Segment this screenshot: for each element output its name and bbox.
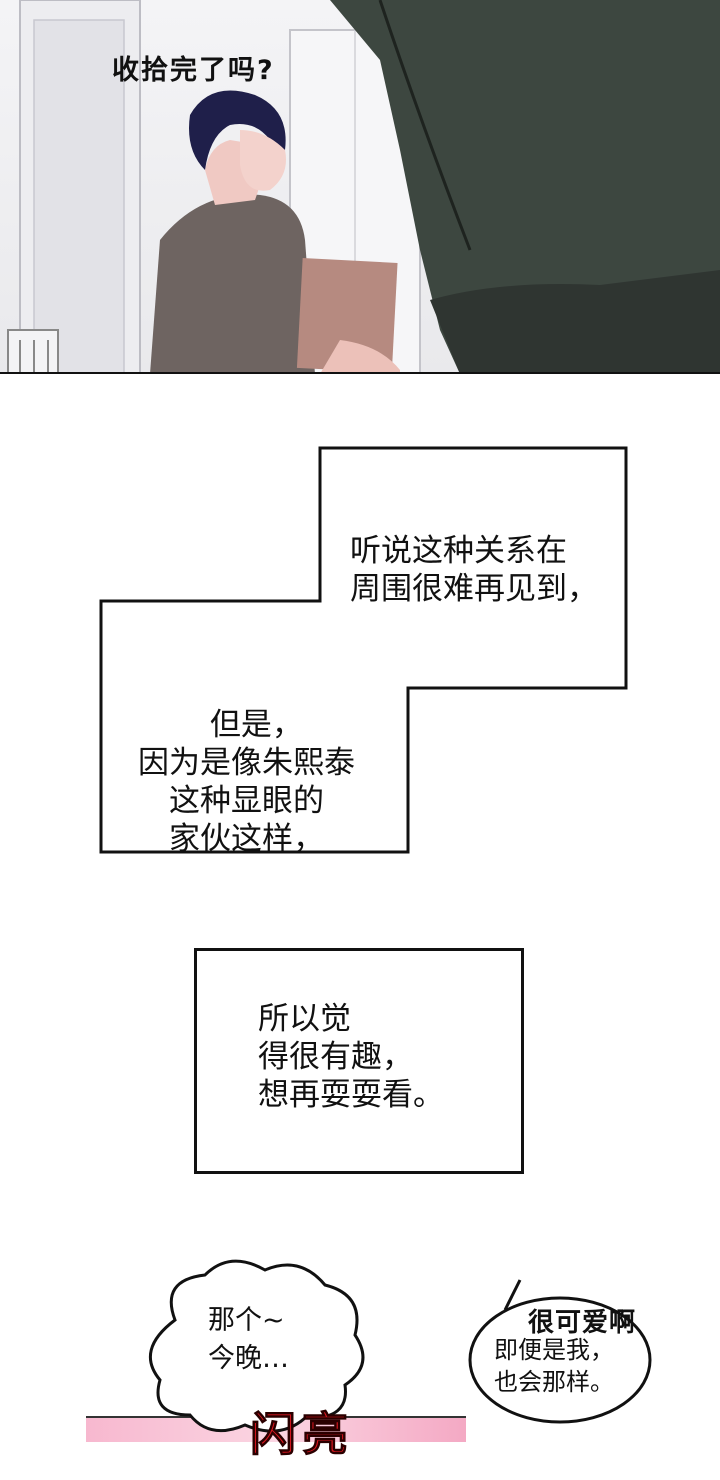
top-panel: 收拾完了吗? (0, 0, 720, 374)
narration-2-text: 所以觉 得很有趣， 想再耍耍看。 (258, 1001, 444, 1113)
narration-1-bottom-lines: 但是， 因为是像朱熙泰 这种显眼的 家伙这样， (138, 707, 355, 857)
narration-1-bottom-text: 但是， 因为是像朱熙泰 这种显眼的 家伙这样， (138, 668, 355, 858)
top-speech-text: 收拾完了吗? (112, 55, 275, 86)
top-panel-art (7, 0, 720, 374)
sfx-cute-text: 很可爱啊 (528, 1308, 637, 1338)
narration-box-2 (194, 948, 524, 1174)
red-sfx-text: 闪亮 (250, 1407, 354, 1462)
narration-box-1 (99, 446, 628, 854)
panel-divider (0, 372, 720, 374)
right-bubble-text: 即便是我， 也会那样。 (494, 1336, 614, 1396)
bottom-bubbles-art (149, 1259, 652, 1433)
left-bubble-text: 那个~ 今晚… (208, 1305, 289, 1374)
narration-1-top-text: 听说这种关系在 周围很难再见到， (350, 533, 598, 607)
